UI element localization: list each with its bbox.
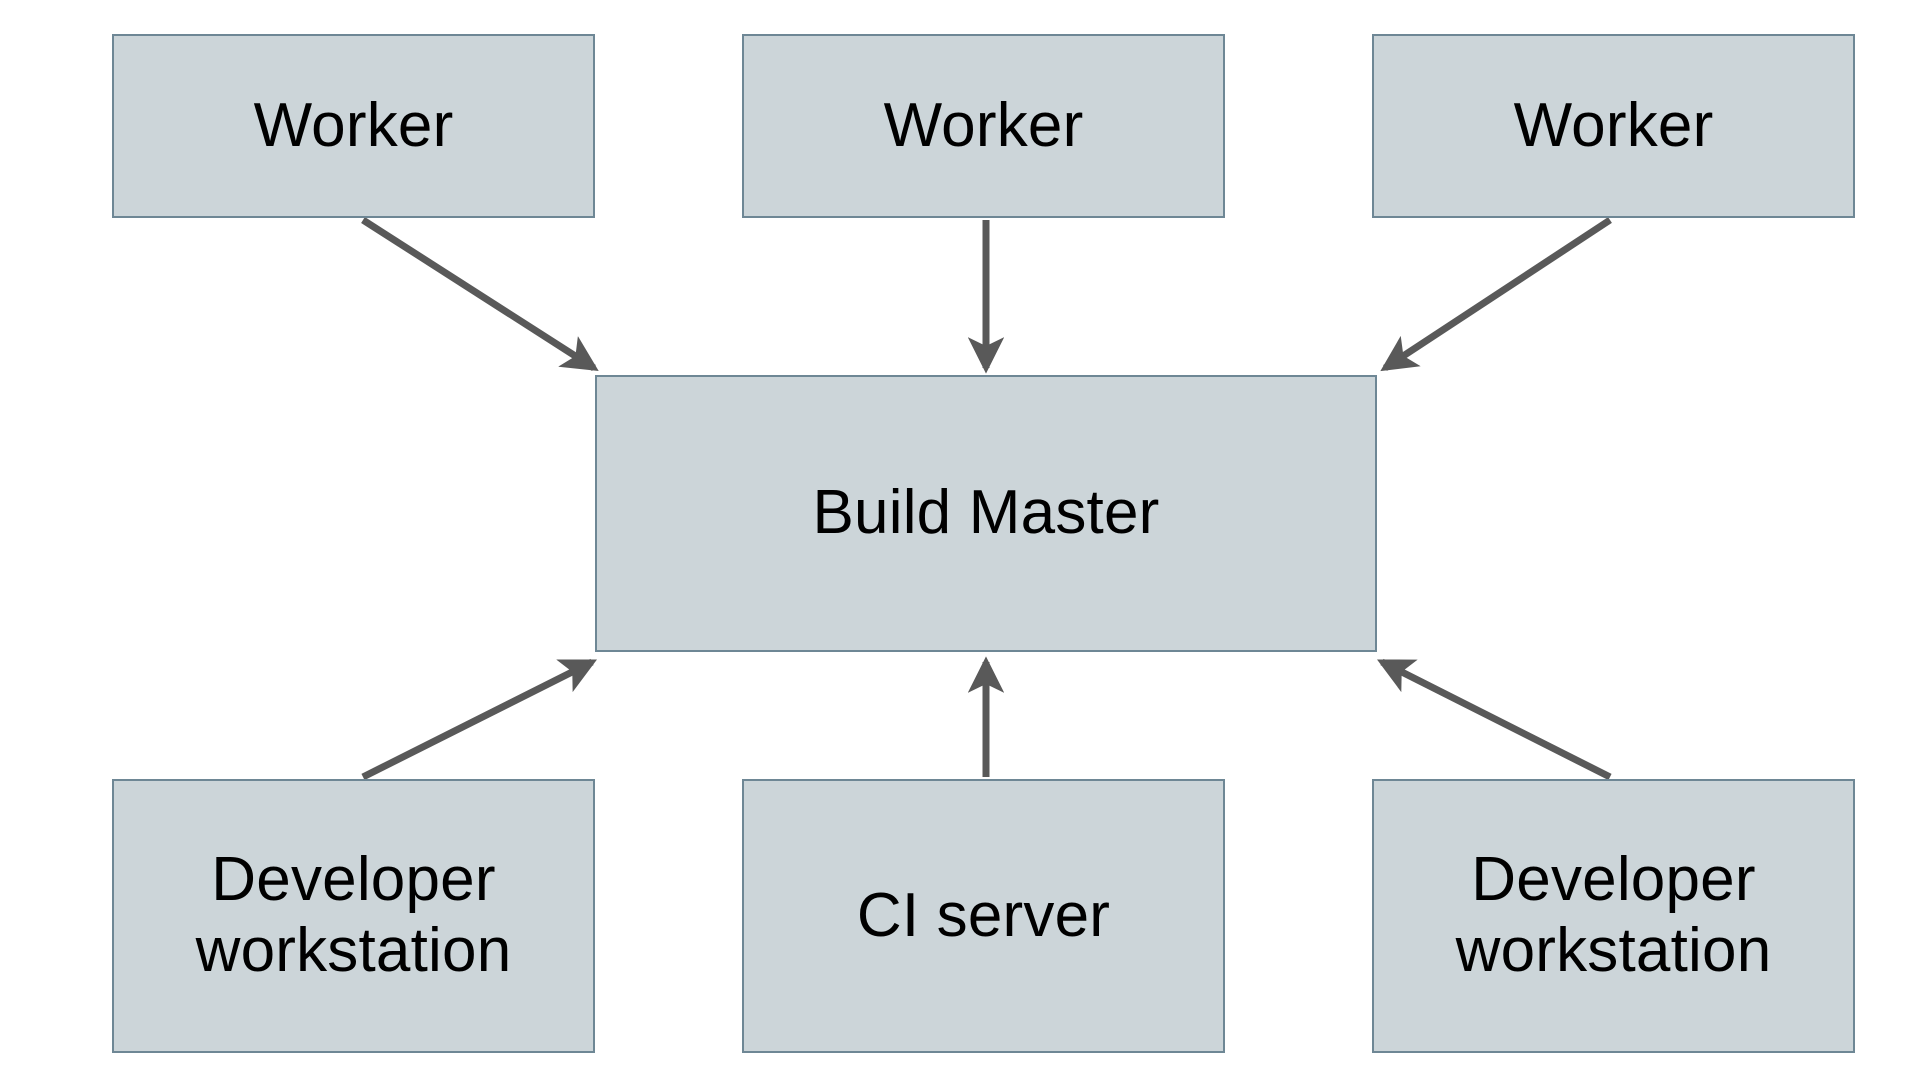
node-build-master[interactable]: Build Master bbox=[595, 375, 1377, 652]
edge-dev-left-to-master bbox=[361, 658, 598, 781]
node-label: Developer workstation bbox=[195, 845, 512, 985]
node-label: Worker bbox=[883, 90, 1084, 160]
edge-worker-right-to-master bbox=[1380, 217, 1612, 372]
node-label: CI server bbox=[856, 880, 1111, 950]
node-worker-right[interactable]: Worker bbox=[1372, 34, 1855, 218]
node-developer-workstation-left[interactable]: Developer workstation bbox=[112, 779, 595, 1053]
node-label: Build Master bbox=[812, 478, 1160, 548]
node-developer-workstation-right[interactable]: Developer workstation bbox=[1372, 779, 1855, 1053]
node-ci-server[interactable]: CI server bbox=[742, 779, 1225, 1053]
edge-dev-right-to-master bbox=[1377, 658, 1612, 781]
node-worker-left[interactable]: Worker bbox=[112, 34, 595, 218]
node-label: Worker bbox=[1513, 90, 1714, 160]
node-worker-center[interactable]: Worker bbox=[742, 34, 1225, 218]
node-label: Developer workstation bbox=[1455, 845, 1772, 985]
edge-worker-left-to-master bbox=[361, 217, 599, 372]
node-label: Worker bbox=[253, 90, 454, 160]
